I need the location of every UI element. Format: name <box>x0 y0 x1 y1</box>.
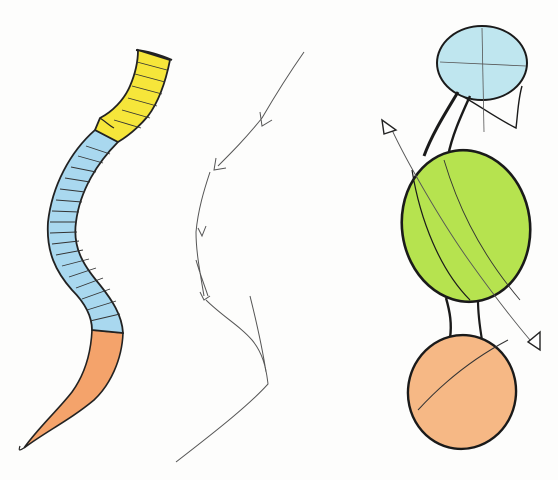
head-center-line <box>481 27 485 133</box>
waist-line <box>476 299 484 341</box>
spine-top-cap <box>135 49 173 61</box>
spine-lumbar-segment <box>23 329 124 449</box>
neck-line <box>446 95 472 157</box>
vertebra-ticks <box>49 61 168 322</box>
gesture-arrow-line <box>217 51 305 167</box>
head-center-line <box>439 61 527 67</box>
spine-drawing <box>18 48 173 451</box>
pelvis-mass <box>406 333 518 451</box>
waist-line <box>444 297 452 339</box>
pelvis-contour <box>417 339 509 411</box>
tilt-arrow-icon <box>381 118 398 135</box>
neck-line <box>422 91 460 157</box>
gesture-long-line <box>195 259 209 297</box>
gesture-long-line <box>249 295 267 373</box>
ribcage-mass <box>400 148 532 304</box>
gesture-lines <box>175 51 305 463</box>
tilt-axis-line <box>391 129 531 341</box>
body-masses <box>381 25 541 451</box>
ribcage-contour <box>443 159 521 301</box>
gesture-arrowhead <box>213 157 227 171</box>
gesture-arrowhead <box>259 111 273 127</box>
spine-sketch-stroke <box>99 117 115 129</box>
tilt-arrow-icon <box>526 330 541 352</box>
spine-thoracic-segment <box>46 128 124 334</box>
gesture-tick <box>197 225 207 238</box>
spine-sketch-stroke <box>18 445 25 451</box>
head-jaw-line <box>461 85 523 130</box>
gesture-curve-line <box>195 171 211 297</box>
ribcage-contour <box>411 169 471 301</box>
gesture-long-line <box>175 299 269 463</box>
spine-cervical-segment <box>93 48 172 144</box>
gesture-tick <box>199 291 211 301</box>
head-mass <box>436 25 528 101</box>
